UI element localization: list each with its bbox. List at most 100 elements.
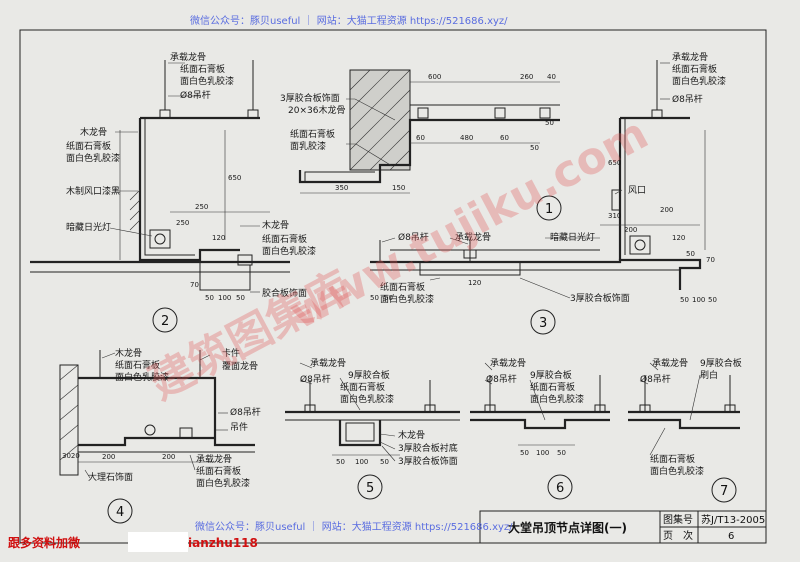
- detail-marker: [357, 474, 383, 500]
- dim-label: 200: [102, 453, 115, 461]
- label: 面白色乳胶漆: [380, 293, 434, 305]
- dim-label: 50: [530, 144, 539, 152]
- label: 3厚胶合板衬底: [398, 442, 458, 454]
- detail-marker: [536, 195, 562, 221]
- dim-label: 100: [536, 449, 549, 457]
- detail-marker: [152, 307, 178, 333]
- fluorescent-light-icon: [629, 235, 651, 255]
- dim-label: 3020: [62, 452, 80, 460]
- dim-label: 100: [355, 458, 368, 466]
- label: Ø8吊杆: [640, 373, 671, 385]
- sheet-border: [19, 29, 767, 544]
- dim-label: 50: [557, 449, 566, 457]
- detail-4: 200 200 3020 木龙骨 纸面石膏板 面白色乳胶漆 卡件 覆面龙骨 Ø8…: [59, 347, 261, 524]
- label: 纸面石膏板: [115, 359, 160, 371]
- drawing-title: 大堂吊顶节点详图(一): [508, 520, 627, 535]
- watermark-diagonal-right: www.tujiku.com: [281, 108, 656, 340]
- dim-label: 120: [468, 279, 481, 287]
- label: 面白色乳胶漆: [180, 75, 234, 87]
- label: 纸面石膏板: [650, 453, 695, 465]
- dim-label: 70: [706, 256, 715, 264]
- ceiling-profile: [628, 418, 740, 430]
- label: 木龙骨: [115, 347, 142, 359]
- detail-7: 承载龙骨 Ø8吊杆 9厚胶合板 刷白 纸面石膏板 面白色乳胶漆 7: [628, 357, 742, 503]
- dim-label: 50: [336, 458, 345, 466]
- label: 大理石饰面: [88, 471, 133, 483]
- label: 木龙骨: [398, 429, 425, 441]
- label: Ø8吊杆: [300, 373, 331, 385]
- label: 面白色乳胶漆: [650, 465, 704, 477]
- label: Ø8吊杆: [180, 89, 211, 101]
- contact-text: 跟多资料加微: [8, 535, 81, 550]
- dim-label: 650: [228, 174, 241, 182]
- dim-label: 50: [205, 294, 214, 302]
- dim-label: 350: [335, 184, 348, 192]
- detail-marker: [547, 474, 573, 500]
- label: 承载龙骨: [196, 453, 232, 465]
- label: 纸面石膏板: [672, 63, 717, 75]
- fluorescent-light-icon: [149, 229, 171, 249]
- dim-label: 150: [392, 184, 405, 192]
- label: 覆面龙骨: [222, 360, 258, 372]
- label: 纸面石膏板: [180, 63, 225, 75]
- label: 面乳胶漆: [290, 140, 326, 152]
- label: 面白色乳胶漆: [672, 75, 726, 87]
- title-block: 大堂吊顶节点详图(一) 图集号 苏J/T13-2005 页 次 6: [479, 510, 767, 544]
- label: 卡件: [222, 347, 240, 359]
- label: 9厚胶合板: [530, 369, 572, 381]
- dim-label: 120: [672, 234, 685, 242]
- label: 3厚胶合板饰面: [570, 292, 630, 304]
- label: 面白色乳胶漆: [66, 152, 120, 164]
- wall-hatch: [349, 69, 411, 171]
- detail-marker: [107, 498, 133, 524]
- watermark-bottom: 微信公众号：豚贝useful ｜ 网站：大猫工程资源 https://52168…: [195, 520, 513, 533]
- dim-label: 60: [500, 134, 509, 142]
- label: 木制风口漆黑: [66, 185, 120, 197]
- label: 纸面石膏板: [530, 381, 575, 393]
- ceiling-profile: [78, 436, 215, 447]
- label: 风口: [628, 185, 646, 196]
- label: 暗藏日光灯: [66, 221, 111, 233]
- dim-label: 250: [195, 203, 208, 211]
- dim-label: 100: [692, 296, 705, 304]
- detail-number: 1: [545, 202, 553, 217]
- label: 承载龙骨: [310, 357, 346, 369]
- label: 面白色乳胶漆: [115, 371, 169, 383]
- label: 9厚胶合板: [700, 357, 742, 369]
- label: 承载龙骨: [652, 357, 688, 369]
- label: 纸面石膏板: [196, 465, 241, 477]
- label: 承载龙骨: [170, 51, 206, 63]
- label: 纸面石膏板: [290, 128, 335, 140]
- dim-label: 200: [660, 206, 673, 214]
- vent-icon: [611, 189, 621, 211]
- detail-number: 7: [720, 484, 728, 499]
- wall-hatch: [129, 189, 141, 231]
- label: 9厚胶合板: [348, 369, 390, 381]
- detail-number: 3: [539, 316, 547, 331]
- detail-5: 50 100 50 承载龙骨 Ø8吊杆 9厚胶合板 纸面石膏板 面白色乳胶漆 木…: [285, 357, 460, 500]
- label: 承载龙骨: [455, 231, 491, 243]
- detail-marker: [530, 309, 556, 335]
- label: 暗藏日光灯: [550, 231, 595, 243]
- dim-label: 50: [708, 296, 717, 304]
- label: Ø8吊杆: [398, 231, 429, 243]
- label: Ø8吊杆: [672, 93, 703, 105]
- label: 纸面石膏板: [262, 233, 307, 245]
- detail-number: 6: [556, 481, 564, 496]
- dim-label: 50: [380, 458, 389, 466]
- dim-label: 600: [428, 73, 441, 81]
- label: 木龙骨: [262, 219, 289, 231]
- label: 面白色乳胶漆: [196, 477, 250, 489]
- label: 木龙骨: [80, 126, 107, 138]
- watermark-top: 微信公众号：豚贝useful ｜ 网站：大猫工程资源 https://52168…: [190, 14, 508, 27]
- label: 面白色乳胶漆: [340, 393, 394, 405]
- page-label: 页 次: [663, 529, 693, 542]
- dim-label: 50: [384, 294, 393, 302]
- detail-marker: [711, 477, 737, 503]
- dim-label: 50: [545, 119, 554, 127]
- page-number: 6: [728, 531, 734, 542]
- detail-6: 50 100 50 承载龙骨 Ø8吊杆 9厚胶合板 纸面石膏板 面白色乳胶漆 6: [470, 357, 610, 500]
- label: 纸面石膏板: [340, 381, 385, 393]
- ceiling-profile: [470, 418, 610, 430]
- label: 胶合板饰面: [262, 287, 307, 299]
